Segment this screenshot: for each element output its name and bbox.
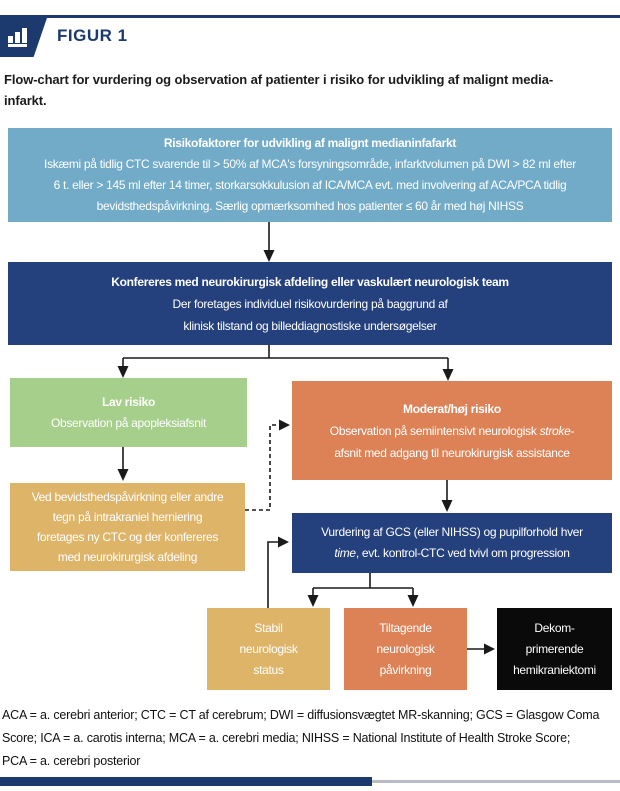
risk-factors-title: Risikofaktorer for udvikling af malignt … [163,136,457,150]
footnote-line: Score; ICA = a. carotis interna; MCA = a… [2,731,571,745]
surgery-line: primerende [525,641,584,656]
header-rule [0,15,620,18]
stroke-italic: stroke [539,423,571,438]
surgery-box: Dekom- primerende hemikraniektomi [497,608,612,690]
arrow-conference-split [117,345,454,381]
bottom-rule-gray [372,780,620,783]
stable-status-line: neurologisk [239,641,298,656]
figure-caption: Flow-chart for vurdering og observation … [4,69,616,111]
low-risk-line: Observation på apopleksiafsnit [50,415,207,430]
figure-caption-line: infarkt. [4,93,47,108]
footnote-line: PCA = a. cerebri posterior [2,754,141,768]
consciousness-line: tegn på intrakraniel herniering [52,510,203,524]
arrow-low-to-consciousness [117,447,129,481]
surgery-line: Dekom- [534,620,575,635]
moderate-high-risk-box: Moderat/høj risiko Observation på semiin… [292,381,612,480]
arrow-worsening-to-surgery [467,643,495,655]
arrow-assessment-split [307,573,419,607]
risk-factors-line: 6 t. eller > 145 ml efter 14 timer, stor… [53,178,567,192]
stable-status-line: Stabil [254,620,283,635]
risk-factors-line: bevidsthedspåvirkning. Særlig opmærksomh… [96,199,524,213]
conference-line: klinisk tilstand og billeddiagnostiske u… [183,318,437,333]
worsening-line: påvirkning [379,662,432,677]
risk-factors-line: Iskæmi på tidlig CTC svarende til > 50% … [44,157,576,171]
surgery-line: hemikraniektomi [513,662,596,677]
stable-status-line: status [253,662,284,677]
bar-chart-icon [8,28,27,47]
footnote: ACA = a. cerebri anterior; CTC = CT af c… [2,704,618,773]
arrow-risk-to-conference [263,222,275,262]
footnote-line: ACA = a. cerebri anterior; CTC = CT af c… [2,708,600,722]
bottom-rule-navy [0,777,372,786]
consciousness-box: Ved bevidsthedspåvirkning eller andre te… [10,483,245,571]
consciousness-line: foretages ny CTC og der konfereres [36,530,219,544]
assessment-line: time, evt. kontrol-CTC ved tvivl om prog… [334,546,570,560]
low-risk-box: Lav risiko Observation på apopleksiafsni… [10,378,247,447]
figure-tab [0,15,48,57]
dashed-arrow-consciousness-to-moderate [245,419,290,511]
figure-caption-line: Flow-chart for vurdering og observation … [4,72,554,87]
figure-label: FIGUR 1 [57,26,128,45]
stable-status-box: Stabil neurologisk status [207,608,330,690]
worsening-line: neurologisk [376,641,435,656]
conference-line: Der foretages individuel risikovurdering… [172,296,448,311]
risk-factors-box: Risikofaktorer for udvikling af malignt … [8,128,612,222]
assessment-box: Vurdering af GCS (eller NIHSS) og pupilf… [292,513,612,573]
worsening-line: Tiltagende [379,620,432,635]
time-italic: time [334,546,356,560]
conference-box: Konfereres med neurokirurgisk afdeling e… [8,262,612,345]
conference-title: Konfereres med neurokirurgisk afdeling e… [111,274,509,289]
moderate-high-risk-title: Moderat/høj risiko [403,401,501,416]
moderate-high-risk-line: Observation på semiintensivt neurologisk… [329,423,575,438]
low-risk-title: Lav risiko [101,394,156,409]
arrow-moderate-to-assessment [441,480,453,512]
consciousness-line: med neurokirurgisk afdeling [57,550,198,564]
moderate-high-risk-line: afsnit med adgang til neurokirurgisk ass… [334,445,570,460]
feedback-arrow-stable-to-assessment [267,536,289,608]
worsening-box: Tiltagende neurologisk påvirkning [344,608,467,690]
assessment-line: Vurdering af GCS (eller NIHSS) og pupilf… [321,525,583,539]
consciousness-line: Ved bevidsthedspåvirkning eller andre [31,490,224,504]
